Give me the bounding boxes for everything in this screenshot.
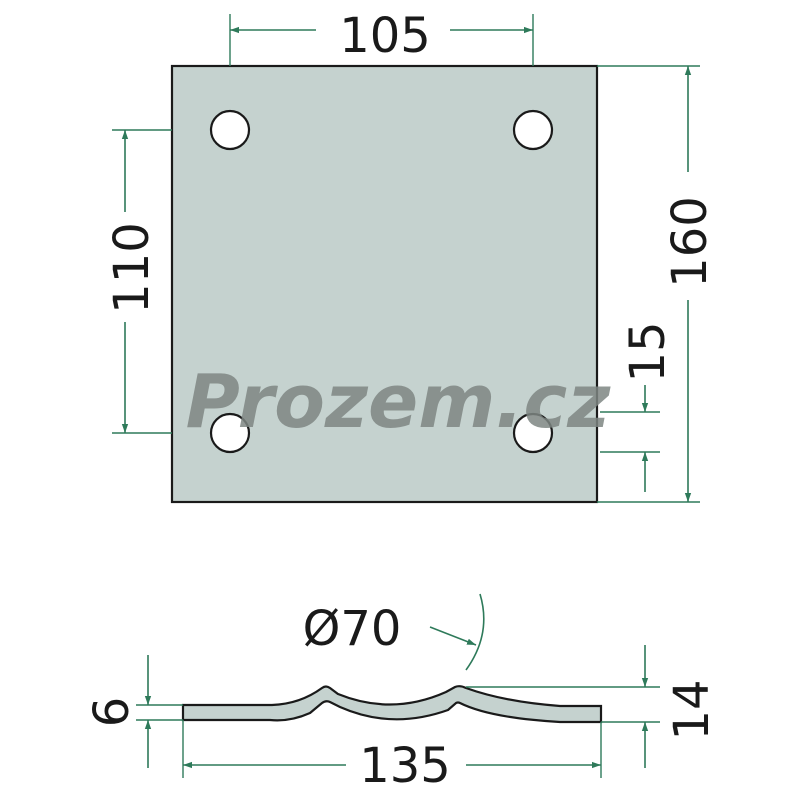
mounting-hole-top-right [512,109,554,151]
dimension-total-height: 160 [597,65,718,503]
dimension-label-total-height: 160 [662,196,718,288]
dimension-label-thickness: 6 [84,697,140,728]
dimension-label-edge-offset: 15 [620,321,676,382]
dimension-label-top-width: 105 [339,8,431,64]
dimension-profile-width: 135 [182,720,602,794]
dimension-edge-offset: 15 [600,321,676,492]
dimension-profile-height: 14 [466,645,720,768]
dimension-hole-spacing: 110 [104,129,172,434]
dimension-thickness: 6 [84,655,183,768]
mounting-hole-bottom-right [512,412,554,454]
dimension-label-hole-spacing: 110 [104,222,160,314]
plate-side-profile [181,685,603,724]
mounting-hole-top-left [209,109,251,151]
dimension-diameter: Ø70 [303,593,485,671]
dimension-label-profile-width: 135 [359,738,451,794]
mounting-hole-bottom-left [209,412,251,454]
dimension-label-diameter: Ø70 [303,601,402,657]
watermark-text: Prozem.cz [186,359,612,445]
plate-top-view [170,64,599,504]
dimension-label-profile-height: 14 [664,679,720,740]
dimension-top-width: 105 [229,8,534,66]
profile-body [181,685,603,724]
